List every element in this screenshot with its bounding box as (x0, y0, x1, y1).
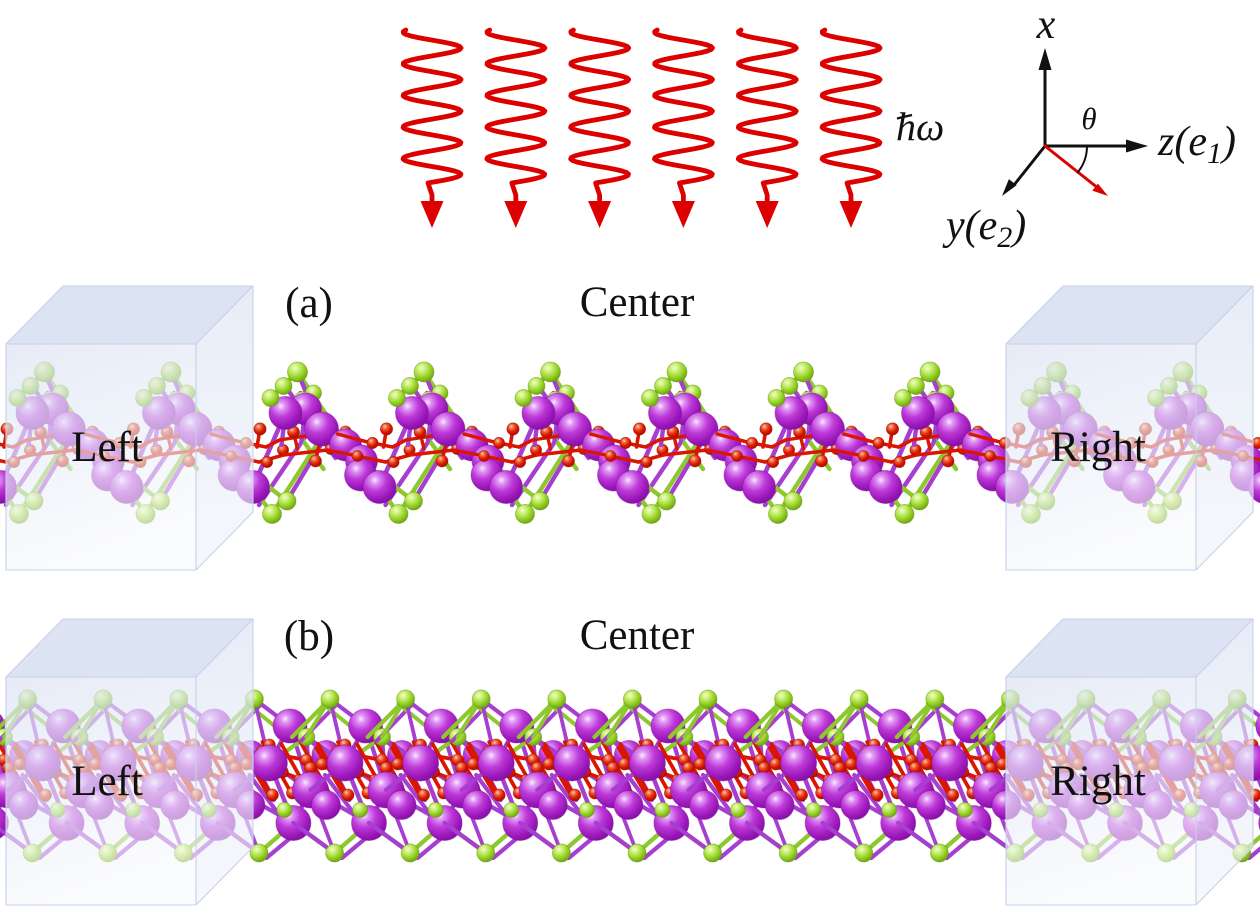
svg-text:Left: Left (71, 758, 143, 805)
svg-text:Right: Right (1050, 424, 1146, 471)
svg-text:Center: Center (580, 279, 695, 326)
svg-text:Right: Right (1050, 758, 1146, 805)
svg-text:y(e2): y(e2) (942, 203, 1026, 254)
svg-text:(a): (a) (285, 280, 333, 327)
svg-text:Center: Center (580, 612, 695, 659)
svg-text:θ: θ (1081, 101, 1096, 136)
svg-text:Left: Left (71, 424, 143, 471)
svg-text:(b): (b) (284, 613, 334, 660)
svg-text:hω: hω (896, 104, 944, 149)
svg-text:x: x (1036, 2, 1056, 48)
svg-text:z(e1): z(e1) (1157, 119, 1236, 170)
